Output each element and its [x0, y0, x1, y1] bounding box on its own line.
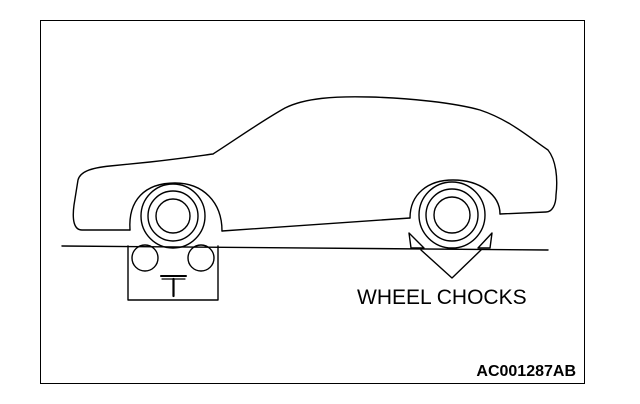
- rear-wheel-arch: [409, 179, 501, 219]
- figure-id-label: AC001287AB: [476, 363, 576, 380]
- front-wheel: [140, 183, 206, 249]
- rear-wheel: [418, 181, 486, 249]
- wheel-chocks-label: WHEEL CHOCKS: [357, 286, 527, 309]
- wheel-chocks: [408, 232, 493, 279]
- lift-roller-right: [187, 244, 215, 272]
- chock-callout-arrow: [420, 249, 482, 279]
- figure-frame: [40, 20, 585, 384]
- jack-symbol-icon: [160, 275, 187, 298]
- lift-jack-stand: [127, 244, 219, 301]
- chock-right: [477, 232, 493, 249]
- ground-line: [61, 245, 549, 251]
- front-wheel-arch: [129, 182, 223, 232]
- lift-roller-left: [131, 244, 159, 272]
- car-body-outline: [72, 96, 558, 232]
- chock-left: [408, 232, 425, 249]
